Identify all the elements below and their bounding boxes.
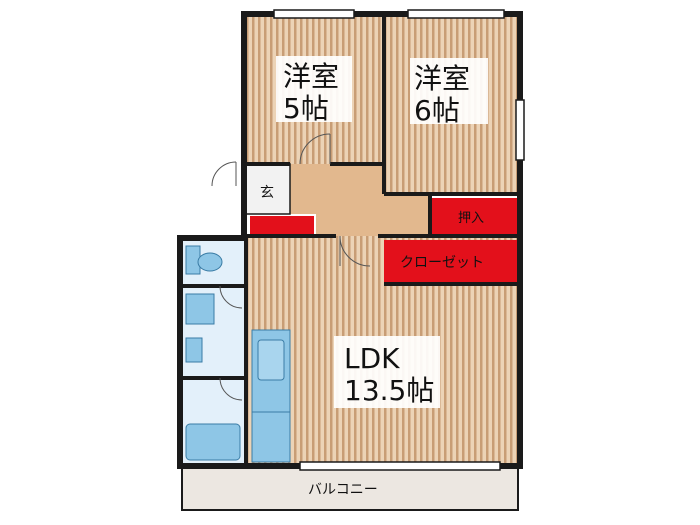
windows (273, 9, 525, 471)
ldk-name: LDK (344, 342, 400, 375)
room-western-2-size: 6帖 (414, 94, 460, 127)
room-western-2-name: 洋室 (414, 62, 470, 95)
kitchen-sink (257, 339, 285, 381)
label-bg-ldk (334, 336, 440, 408)
toilet-bowl (197, 252, 223, 272)
door-swings (211, 133, 371, 401)
shoe-cabinet (250, 216, 314, 234)
bathtub (185, 423, 241, 461)
inner-walls (180, 14, 520, 466)
room-western-1-size: 5帖 (283, 92, 329, 125)
closet-oshiire (432, 198, 518, 234)
wash-basin (185, 337, 203, 363)
balcony-area (181, 467, 519, 511)
label-bg-room1 (276, 56, 352, 122)
ldk-size: 13.5帖 (344, 374, 434, 407)
hallway (290, 164, 432, 236)
label-bg-room2 (410, 58, 488, 124)
room-western-1-name: 洋室 (283, 60, 339, 93)
closet-large-label: クローゼット (400, 255, 484, 271)
closet-large (384, 240, 518, 282)
closet-oshiire-label: 押入 (458, 211, 484, 226)
balcony-label: バルコニー (308, 482, 378, 498)
entrance-label: 玄 (260, 184, 274, 201)
washing-machine (185, 293, 215, 325)
